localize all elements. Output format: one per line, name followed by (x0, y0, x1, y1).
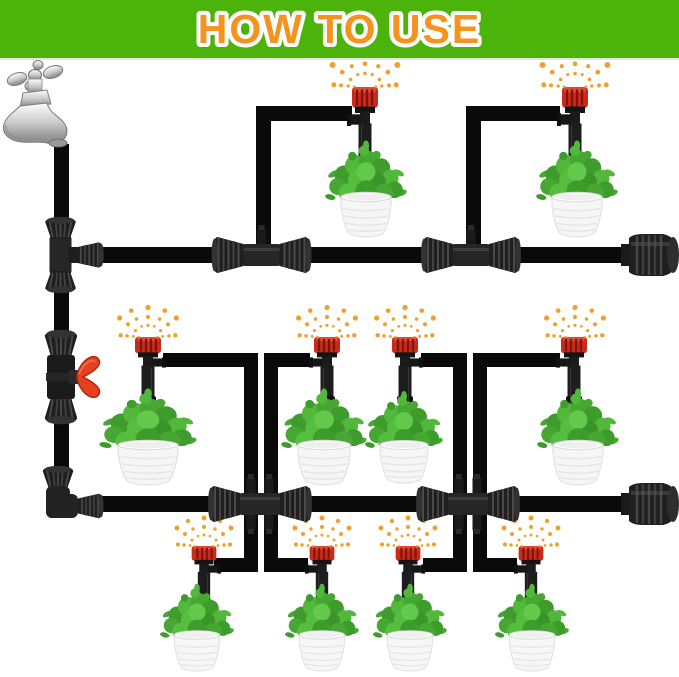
tube-main-bottom (100, 496, 622, 512)
tube-valve-to-elbow (54, 418, 69, 470)
potted-plant-icon (283, 582, 361, 672)
tube-riser-2 (466, 106, 481, 246)
tube-branch-mid-4 (473, 353, 560, 367)
tube-mid-riser-l1 (244, 353, 258, 493)
fittings (43, 217, 679, 534)
cross-connector-icon (416, 474, 520, 534)
spray-icon (544, 304, 606, 339)
potted-plant-icon (279, 387, 369, 486)
tube-branch-bot-3 (423, 558, 467, 572)
tee-connector-icon (45, 217, 103, 293)
cross-connector-icon (208, 474, 312, 534)
banner: HOW TO USE (0, 0, 679, 58)
tube-mid-riser-r1 (453, 353, 467, 493)
potted-plant-icon (158, 582, 236, 672)
potted-plant-icon (535, 387, 621, 486)
tube-branch-top-1 (256, 106, 352, 121)
tube-branch-top-2 (466, 106, 560, 121)
tube-branch-bot-2 (264, 558, 308, 572)
valve-icon (45, 330, 100, 425)
potted-plants (97, 139, 621, 672)
tee-connector-icon (421, 225, 521, 273)
tube-branch-mid-3 (421, 353, 467, 367)
tube-mid-riser-l2 (264, 353, 278, 493)
tube-faucet-drop (54, 144, 69, 224)
tube-branch-bot-1 (214, 558, 258, 572)
potted-plant-icon (493, 582, 571, 672)
potted-plant-icon (534, 139, 620, 238)
tube-main-top (100, 247, 622, 263)
tube-branch-mid-2 (264, 353, 310, 367)
potted-plant-icon (97, 387, 199, 486)
end-plug-icon (619, 481, 679, 527)
elbow-connector-icon (43, 466, 104, 518)
faucet-icon (2, 60, 68, 148)
spray-icon (117, 304, 179, 339)
potted-plant-icon (323, 139, 409, 238)
tube-tee-to-valve (54, 286, 69, 338)
spray-icon (378, 515, 438, 548)
end-plug-icon (619, 232, 679, 278)
tee-connector-icon (212, 225, 312, 273)
tube-branch-mid-1 (163, 353, 258, 367)
tube-riser-1 (256, 106, 271, 246)
potted-plant-icon (371, 582, 449, 672)
tube-mid-riser-r2 (473, 353, 487, 493)
spray-icon (374, 304, 436, 339)
spray-icon (174, 515, 234, 548)
tube-branch-bot-4 (473, 558, 517, 572)
spray-icon (296, 304, 358, 339)
potted-plant-icon (363, 390, 445, 484)
page-title: HOW TO USE (198, 6, 481, 52)
